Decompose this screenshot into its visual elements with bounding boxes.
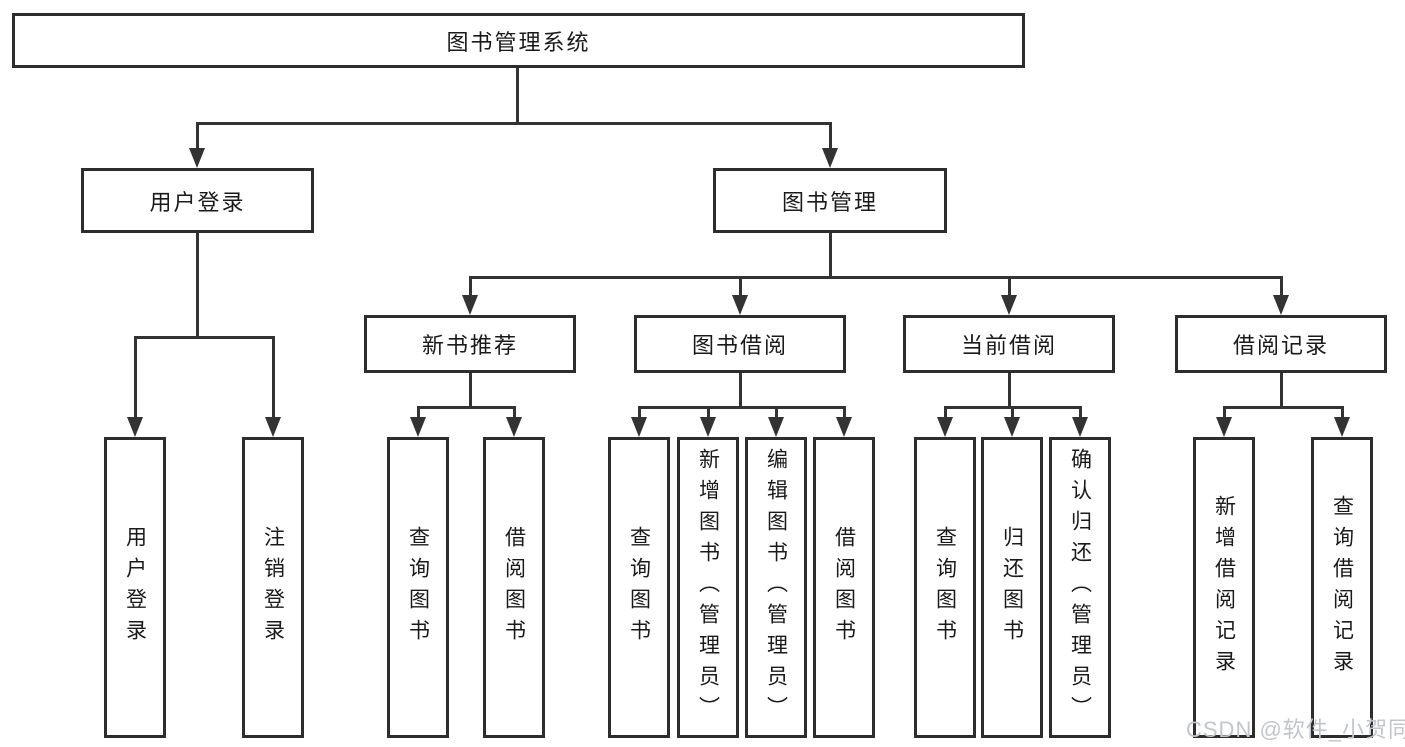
connector-hline — [196, 122, 831, 125]
node-user-login-group: 用户登录 — [81, 168, 314, 233]
node-current-borrowing: 当前借阅 — [903, 315, 1115, 373]
arrow-head — [732, 295, 748, 315]
node-label: 借阅图书 — [832, 525, 856, 650]
node-label: 注销登录 — [261, 525, 285, 650]
node-label: 用户登录 — [149, 189, 246, 215]
node-label: 用户登录 — [123, 525, 147, 650]
node-book-borrowing: 图书借阅 — [634, 315, 846, 373]
arrow-head — [1001, 295, 1017, 315]
node-cb-query-books: 查询图书 — [914, 437, 976, 738]
arrow-head — [410, 417, 426, 437]
arrow-head — [265, 417, 281, 437]
arrow-head — [462, 295, 478, 315]
connector-vline — [196, 233, 199, 336]
connector-vline — [272, 336, 275, 418]
node-label: 新书推荐 — [421, 333, 518, 358]
arrow-head — [937, 417, 953, 437]
node-logout-action: 注销登录 — [242, 437, 304, 738]
node-label: 查询借阅记录 — [1330, 494, 1354, 681]
connector-vline — [829, 122, 832, 150]
connector-vline — [134, 336, 137, 418]
connector-vline — [739, 276, 742, 296]
node-label: 图书管理系统 — [446, 29, 591, 55]
node-bb-query-books: 查询图书 — [608, 437, 670, 738]
connector-vline — [1011, 406, 1014, 419]
node-label: 确认归还（管理员） — [1068, 448, 1092, 727]
csdn-watermark: CSDN @软件_小贺同学 — [1186, 717, 1405, 742]
connector-vline — [1280, 276, 1283, 296]
node-label: 查询图书 — [406, 525, 430, 650]
arrow-head — [506, 417, 522, 437]
arrow-head — [1216, 417, 1232, 437]
connector-vline — [516, 68, 519, 122]
connector-vline — [829, 233, 832, 276]
connector-hline — [417, 406, 515, 409]
connector-vline — [1079, 406, 1082, 419]
node-cb-return-books: 归还图书 — [981, 437, 1043, 738]
arrow-head — [127, 417, 143, 437]
arrow-head — [822, 148, 838, 168]
connector-vline — [775, 406, 778, 419]
node-nb-borrow-books: 借阅图书 — [483, 437, 545, 738]
connector-vline — [1008, 373, 1011, 406]
connector-vline — [843, 406, 846, 419]
connector-vline — [513, 406, 516, 419]
node-label: 图书借阅 — [691, 333, 788, 358]
node-nb-query-books: 查询图书 — [387, 437, 449, 738]
node-cb-confirm-return-admin: 确认归还（管理员） — [1049, 437, 1111, 738]
node-label: 借阅图书 — [502, 525, 526, 650]
node-label: 新增图书（管理员） — [696, 448, 720, 727]
connector-vline — [1280, 373, 1283, 406]
node-br-add-record: 新增借阅记录 — [1193, 437, 1255, 738]
arrow-head — [631, 417, 647, 437]
arrow-head — [700, 417, 716, 437]
node-book-management: 图书管理 — [713, 168, 947, 233]
node-label: 查询图书 — [627, 525, 651, 650]
node-bb-edit-books-admin: 编辑图书（管理员） — [745, 437, 807, 738]
connector-vline — [1223, 406, 1226, 419]
connector-vline — [196, 122, 199, 150]
connector-vline — [417, 406, 420, 419]
arrow-head — [768, 417, 784, 437]
node-new-book-recommendation: 新书推荐 — [364, 315, 576, 373]
connector-vline — [707, 406, 710, 419]
arrow-head — [836, 417, 852, 437]
connector-vline — [469, 373, 472, 406]
arrow-head — [1004, 417, 1020, 437]
connector-hline — [134, 336, 274, 339]
arrow-head — [1334, 417, 1350, 437]
connector-vline — [1341, 406, 1344, 419]
connector-hline — [469, 276, 1282, 279]
arrow-head — [189, 148, 205, 168]
node-label: 当前借阅 — [960, 333, 1057, 358]
node-bb-add-books-admin: 新增图书（管理员） — [677, 437, 739, 738]
node-label: 新增借阅记录 — [1212, 494, 1236, 681]
node-library-management-system: 图书管理系统 — [12, 13, 1025, 68]
connector-hline — [638, 406, 846, 409]
node-bb-borrow-books: 借阅图书 — [813, 437, 875, 738]
node-label: 归还图书 — [1000, 525, 1024, 650]
connector-vline — [1008, 276, 1011, 296]
connector-vline — [739, 373, 742, 406]
node-label: 编辑图书（管理员） — [764, 448, 788, 727]
arrow-head — [1273, 295, 1289, 315]
node-borrowing-records: 借阅记录 — [1175, 315, 1387, 373]
node-label: 借阅记录 — [1232, 333, 1329, 358]
node-user-login-action: 用户登录 — [104, 437, 166, 738]
node-br-query-record: 查询借阅记录 — [1311, 437, 1373, 738]
connector-vline — [469, 276, 472, 296]
connector-vline — [638, 406, 641, 419]
connector-vline — [944, 406, 947, 419]
arrow-head — [1072, 417, 1088, 437]
node-label: 查询图书 — [933, 525, 957, 650]
connector-hline — [1223, 406, 1343, 409]
node-label: 图书管理 — [781, 189, 878, 215]
